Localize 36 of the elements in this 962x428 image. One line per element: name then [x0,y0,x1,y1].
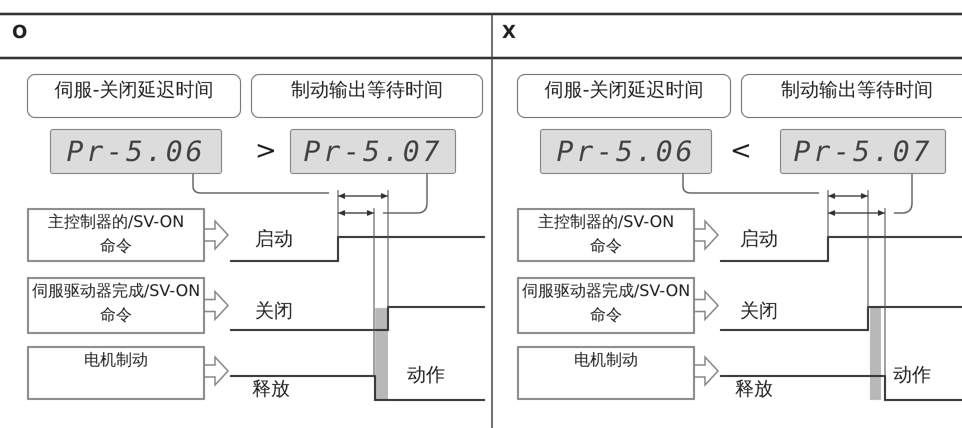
signal-state: 动作 [893,363,931,388]
signal-box: 伺服驱动器完成/SV-ON 命令 [27,277,205,334]
label-box: 伺服-关闭延迟时间 [517,74,731,118]
hollow-arrow [204,219,230,251]
label-box: 制动输出等待时间 [251,74,483,118]
parameter-display: Pr-5.07 [780,129,946,174]
leader-line [682,174,819,194]
hollow-arrow [694,355,720,387]
parameter-display: Pr-5.07 [290,129,456,174]
signal-box: 主控制器的/SV-ON 命令 [517,208,695,262]
parameter-display: Pr-5.06 [540,129,712,174]
column-heading: X [502,22,516,43]
leader-line [192,174,329,194]
signal-state: 释放 [735,377,773,402]
signal-state: 启动 [255,227,293,252]
signal-state: 关闭 [255,299,293,324]
comparison-sign: > [255,136,277,166]
label-box: 伺服-关闭延迟时间 [27,74,241,118]
signal-box: 电机制动 [27,346,205,400]
signal-box: 电机制动 [517,346,695,400]
signal-state: 关闭 [740,299,778,324]
signal-box: 伺服驱动器完成/SV-ON 命令 [517,277,695,334]
comparison-sign: < [730,136,752,166]
signal-box: 主控制器的/SV-ON 命令 [27,208,205,262]
leader-line [383,174,428,214]
hollow-arrow [204,290,230,322]
parameter-display: Pr-5.06 [50,129,222,174]
label-box: 制动输出等待时间 [741,74,962,118]
signal-state: 动作 [407,363,445,388]
leader-line [894,174,913,214]
signal-state: 启动 [740,227,778,252]
hollow-arrow [694,290,720,322]
signal-state: 释放 [252,377,290,402]
hollow-arrow [694,219,720,251]
hollow-arrow [204,355,230,387]
column-heading: O [12,22,28,43]
